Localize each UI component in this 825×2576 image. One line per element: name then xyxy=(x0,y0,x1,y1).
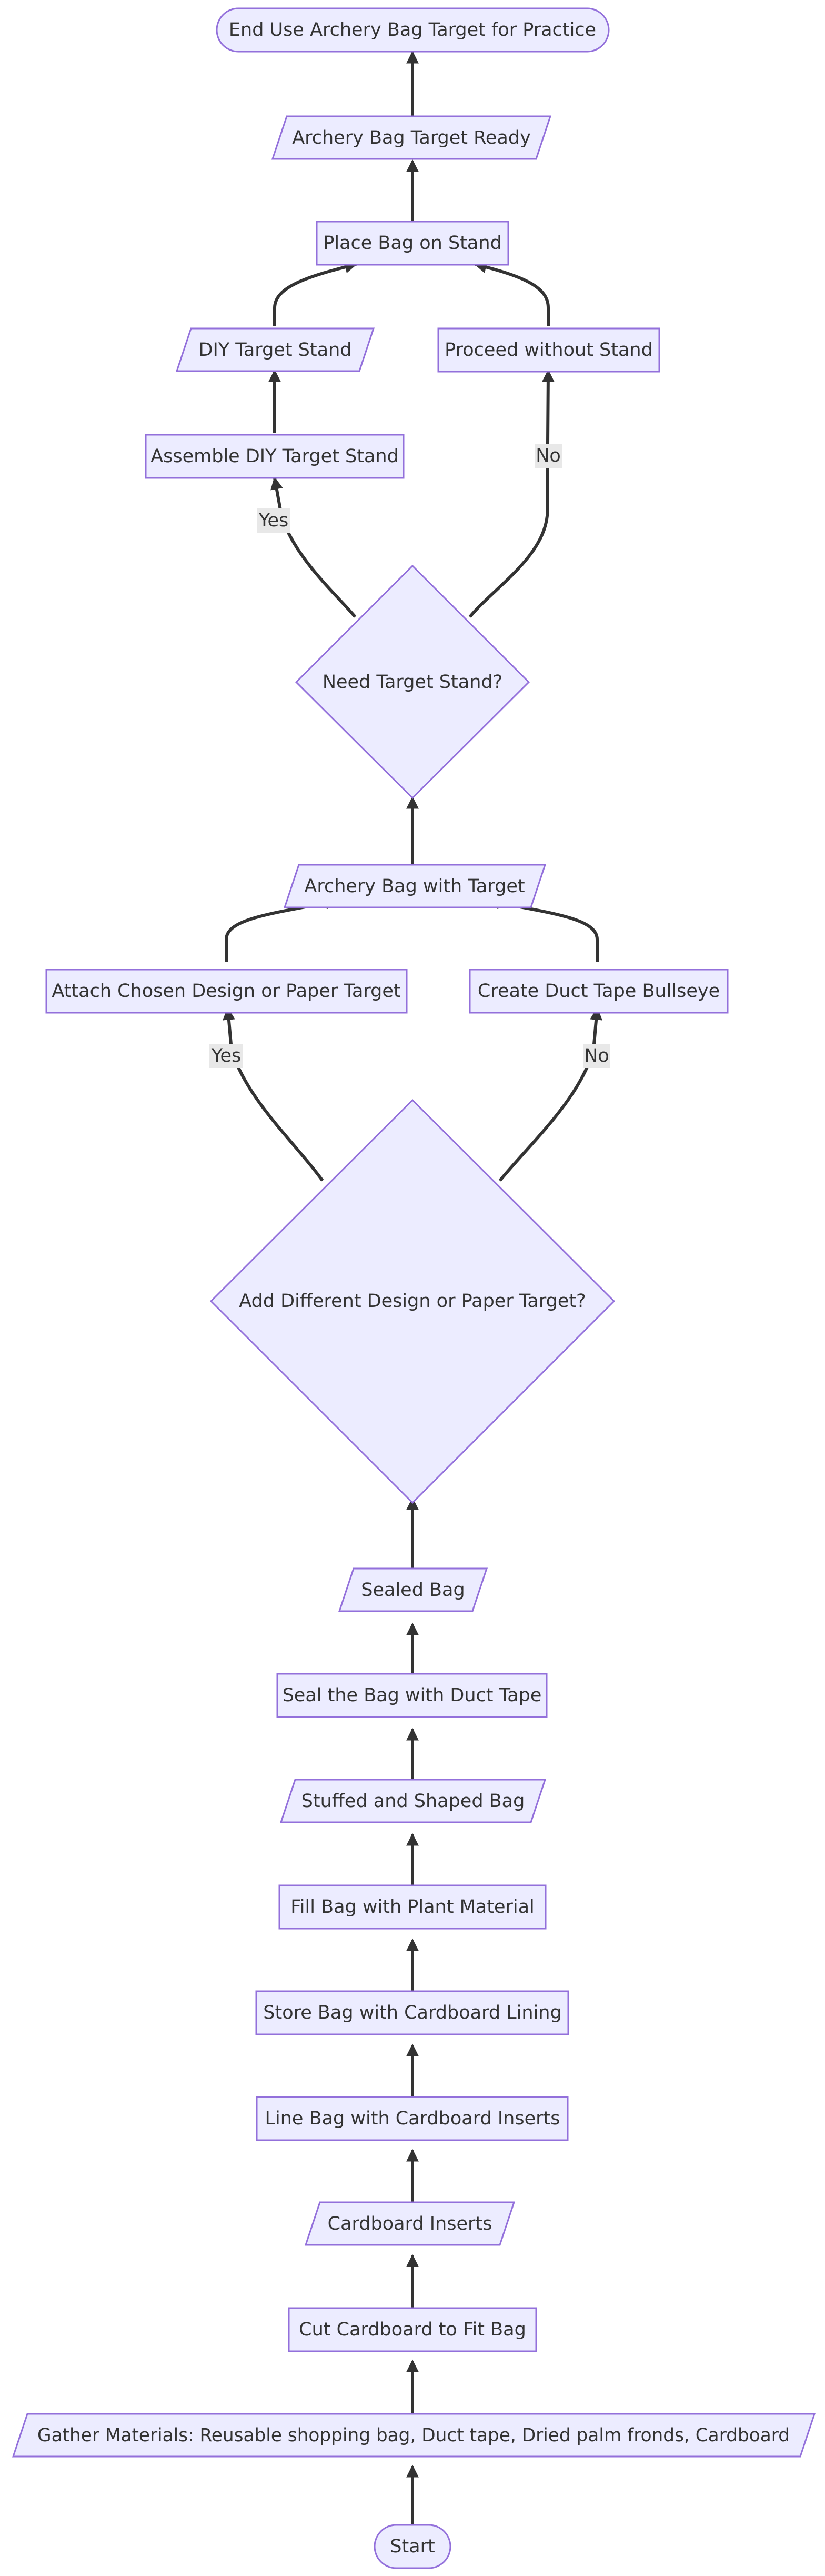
edge-label-design-yes-text: Yes xyxy=(211,1045,242,1066)
edge-proceed-to-place xyxy=(474,261,550,326)
node-seal-bag-with-duct-tape-label: Seal the Bag with Duct Tape xyxy=(283,1685,542,1706)
node-fill-bag-with-plant-material-label: Fill Bag with Plant Material xyxy=(290,1896,535,1918)
edge-bullseye-to-archery-bag xyxy=(487,897,599,962)
node-fill-bag-with-plant-material: Fill Bag with Plant Material xyxy=(278,1884,547,1930)
edge-label-design-no: No xyxy=(583,1044,610,1068)
node-proceed-without-stand: Proceed without Stand xyxy=(437,327,660,373)
node-stuffed-and-shaped-bag: Stuffed and Shaped Bag xyxy=(279,1779,547,1823)
node-attach-chosen-design: Attach Chosen Design or Paper Target xyxy=(45,969,408,1014)
node-cut-cardboard-to-fit-bag: Cut Cardboard to Fit Bag xyxy=(288,2307,537,2352)
node-place-bag-on-stand: Place Bag on Stand xyxy=(316,221,509,266)
edge-need-stand-to-proceed xyxy=(468,369,555,618)
edge-label-design-yes: Yes xyxy=(209,1044,243,1068)
edge-label-design-no-text: No xyxy=(584,1045,609,1066)
node-archery-bag-target-ready-label: Archery Bag Target Ready xyxy=(292,127,531,148)
edge-decision-to-bullseye xyxy=(498,1007,603,1182)
node-diy-target-stand-label: DIY Target Stand xyxy=(199,340,352,361)
node-attach-chosen-design-label: Attach Chosen Design or Paper Target xyxy=(52,981,400,1002)
node-cardboard-inserts: Cardboard Inserts xyxy=(304,2201,516,2246)
node-gather-materials-label: Gather Materials: Reusable shopping bag,… xyxy=(37,2425,790,2446)
edge-label-stand-yes-text: Yes xyxy=(258,510,289,531)
node-proceed-without-stand-label: Proceed without Stand xyxy=(445,340,653,361)
node-start-label: Start xyxy=(390,2536,435,2557)
node-end: End Use Archery Bag Target for Practice xyxy=(216,7,610,53)
node-need-target-stand: Need Target Stand? xyxy=(295,564,530,800)
node-stuffed-and-shaped-bag-label: Stuffed and Shaped Bag xyxy=(301,1791,525,1812)
node-gather-materials: Gather Materials: Reusable shopping bag,… xyxy=(12,2413,816,2458)
node-cardboard-inserts-label: Cardboard Inserts xyxy=(328,2213,492,2234)
node-line-bag-with-cardboard-inserts-label: Line Bag with Cardboard Inserts xyxy=(265,2108,560,2129)
node-sealed-bag-label: Sealed Bag xyxy=(361,1580,465,1601)
node-archery-bag-with-target: Archery Bag with Target xyxy=(283,864,547,908)
node-sealed-bag: Sealed Bag xyxy=(338,1567,488,1612)
node-archery-bag-target-ready: Archery Bag Target Ready xyxy=(271,115,552,160)
node-add-different-design-label: Add Different Design or Paper Target? xyxy=(239,1291,586,1312)
node-create-duct-tape-bullseye-label: Create Duct Tape Bullseye xyxy=(478,981,720,1002)
node-assemble-diy-target-stand: Assemble DIY Target Stand xyxy=(145,434,405,479)
node-cut-cardboard-to-fit-bag-label: Cut Cardboard to Fit Bag xyxy=(299,2319,526,2340)
node-create-duct-tape-bullseye: Create Duct Tape Bullseye xyxy=(469,969,729,1014)
edge-label-stand-yes: Yes xyxy=(257,508,290,533)
edge-diy-to-place xyxy=(273,261,358,326)
edge-decision-to-attach xyxy=(222,1007,324,1182)
node-add-different-design: Add Different Design or Paper Target? xyxy=(209,1099,616,1504)
node-need-target-stand-label: Need Target Stand? xyxy=(323,672,502,693)
node-place-bag-on-stand-label: Place Bag on Stand xyxy=(323,233,502,254)
node-diy-target-stand: DIY Target Stand xyxy=(175,327,375,372)
node-line-bag-with-cardboard-inserts: Line Bag with Cardboard Inserts xyxy=(256,2096,569,2141)
edge-attach-to-archery-bag xyxy=(225,897,338,962)
node-assemble-diy-target-stand-label: Assemble DIY Target Stand xyxy=(150,446,399,467)
edge-need-stand-to-assemble xyxy=(270,476,357,618)
node-archery-bag-with-target-label: Archery Bag with Target xyxy=(304,876,525,897)
node-store-bag-with-cardboard-lining-label: Store Bag with Cardboard Lining xyxy=(263,2002,561,2023)
nodes: End Use Archery Bag Target for Practice … xyxy=(12,7,816,2569)
edge-label-stand-no: No xyxy=(535,444,562,468)
edge-label-stand-no-text: No xyxy=(536,445,561,466)
node-end-label: End Use Archery Bag Target for Practice xyxy=(229,19,596,41)
edge-labels: Yes No Yes No xyxy=(209,444,610,1068)
node-start: Start xyxy=(374,2524,451,2569)
node-seal-bag-with-duct-tape: Seal the Bag with Duct Tape xyxy=(276,1673,548,1718)
node-store-bag-with-cardboard-lining: Store Bag with Cardboard Lining xyxy=(255,1990,569,2035)
